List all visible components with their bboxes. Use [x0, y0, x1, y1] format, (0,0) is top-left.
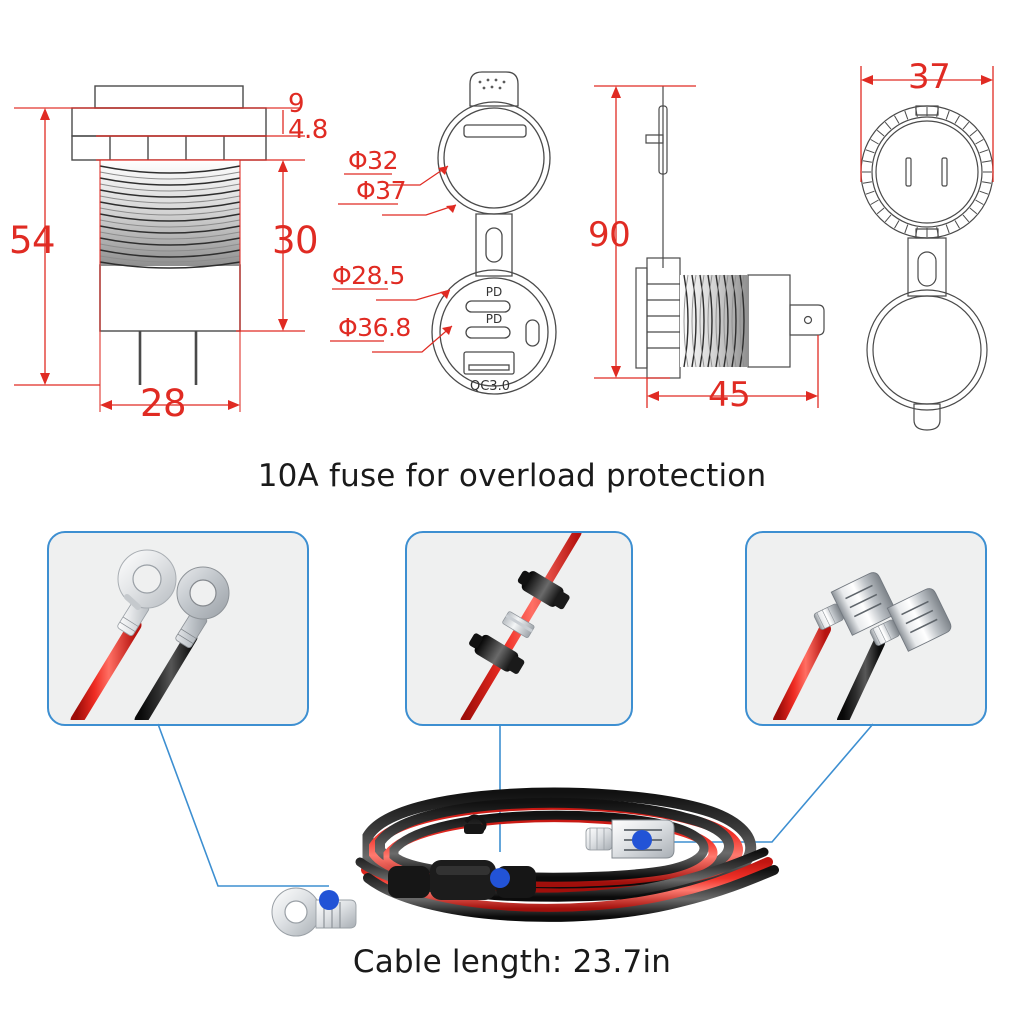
port-label-qc30: QC3.0: [470, 379, 510, 394]
caption-cable-length: Cable length: 23.7in: [352, 944, 672, 980]
marker-dot-ring[interactable]: [319, 890, 339, 910]
drawing-side-elevation: 90 45: [580, 0, 830, 448]
caption-fuse-protection: 10A fuse for overload protection: [257, 458, 767, 494]
marker-dot-spade[interactable]: [632, 830, 652, 850]
socket-plan-svg: [860, 66, 994, 431]
face-plan-svg: PD PD QC3.0: [330, 71, 557, 395]
cable-tie: [464, 814, 487, 834]
ring-terminals-illustration: [70, 549, 230, 720]
port-label-pd-2: PD: [486, 312, 502, 326]
marker-dot-fuse[interactable]: [490, 868, 510, 888]
callout-inline-fuse: [405, 531, 633, 726]
drawing-face-plan: PD PD QC3.0: [330, 0, 580, 448]
callout-spade-terminals: [745, 531, 987, 726]
callout-ring-terminals: [47, 531, 309, 726]
dim-label-phi36-8: Φ36.8: [338, 313, 411, 342]
dim-label-90: 90: [588, 215, 631, 255]
dim-label-30: 30: [272, 219, 319, 262]
dim-label-37: 37: [908, 57, 951, 97]
dim-label-4-8: 4.8: [288, 115, 328, 145]
dim-label-28: 28: [140, 382, 187, 425]
drawing-front-elevation: 54 9 4.8 30 28: [0, 0, 330, 448]
dim-label-45: 45: [708, 375, 751, 415]
dim-label-54: 54: [9, 219, 56, 262]
dim-label-9: 9: [288, 89, 305, 119]
port-label-pd-1: PD: [486, 285, 502, 299]
spade-terminal-end: [585, 819, 675, 859]
dim-label-phi37: Φ37: [356, 176, 407, 205]
cable-harness-photo: [248, 762, 808, 944]
fuse-holder-body: [388, 860, 536, 900]
technical-drawing-band: 54 9 4.8 30 28: [0, 0, 1024, 448]
dim-label-phi28-5: Φ28.5: [332, 261, 405, 290]
drawing-socket-plan: 37: [830, 0, 1024, 448]
ring-terminal-end: [271, 887, 357, 937]
dim-label-phi32: Φ32: [348, 146, 399, 175]
spade-terminals-illustration: [773, 572, 952, 720]
cable-harness-illustration: [271, 787, 779, 937]
side-elevation-svg: [594, 85, 825, 408]
knurl-teeth: [862, 107, 992, 237]
front-elevation-svg: [14, 85, 305, 412]
inline-fuse-illustration: [460, 533, 582, 720]
